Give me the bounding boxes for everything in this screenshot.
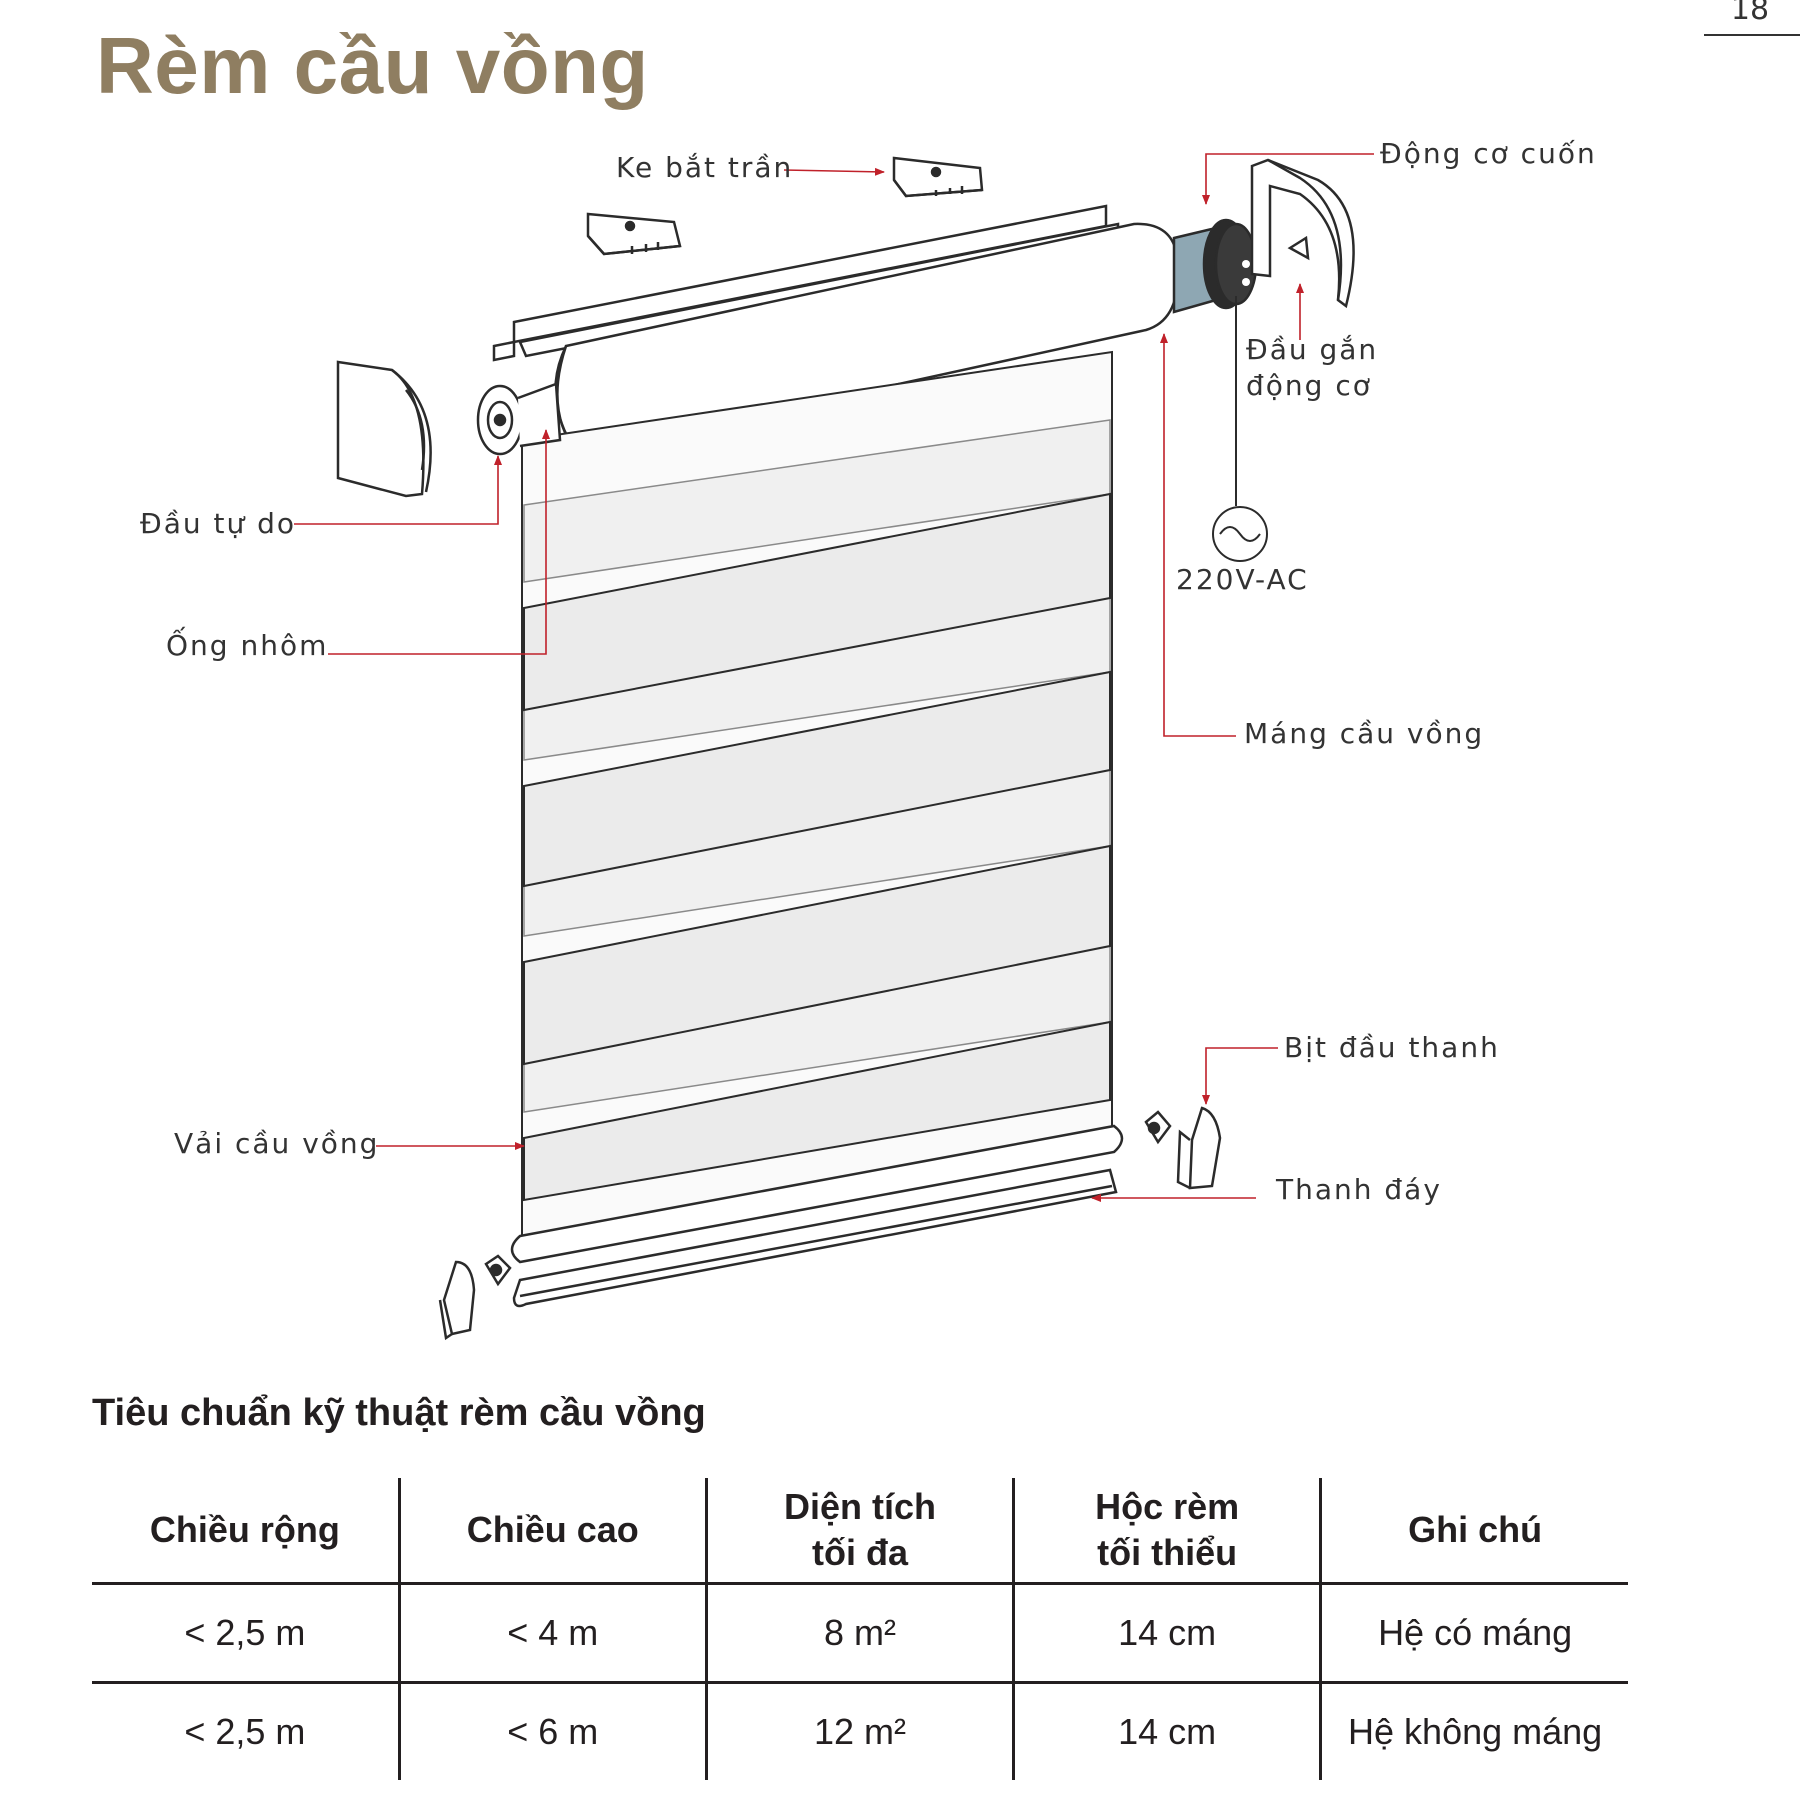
spec-section-title: Tiêu chuẩn kỹ thuật rèm cầu vồng [92, 1392, 706, 1434]
roller-motor [1172, 218, 1258, 314]
callout-ong-nhom: Ống nhôm [166, 629, 329, 662]
callout-mang-cau-vong: Máng cầu vồng [1244, 717, 1485, 750]
cell-height: < 4 m [397, 1583, 707, 1684]
cell-width: < 2,5 m [92, 1583, 400, 1684]
leader-ke-bat-tran [783, 167, 885, 176]
motor-mount-bracket [1250, 158, 1355, 309]
cell-note: Hệ có máng [1319, 1583, 1628, 1684]
callout-dong-co-cuon: Động cơ cuốn [1380, 137, 1597, 170]
column-header-max-area: Diện tích tối đa [704, 1478, 1014, 1585]
callout-power: 220V-AC [1176, 563, 1309, 596]
column-header-min-box: Hộc rèm tối thiểu [1012, 1478, 1321, 1585]
bottom-end-cap-right [1144, 1106, 1222, 1190]
ceiling-bracket [586, 212, 682, 256]
page-number: 18 [1730, 0, 1770, 27]
table-row: < 2,5 m < 6 m 12 m² 14 cm Hệ không máng [92, 1682, 1628, 1780]
cell-max-area: 8 m² [704, 1583, 1014, 1684]
cell-note: Hệ không máng [1319, 1682, 1628, 1780]
leader-dau-tu-do [294, 455, 502, 525]
column-header-height: Chiều cao [397, 1478, 707, 1585]
spec-table: Chiều rộng Chiều cao Diện tích tối đa Hộ… [92, 1478, 1628, 1780]
cell-min-box: 14 cm [1012, 1682, 1321, 1780]
power-plug-icon [1212, 506, 1268, 562]
cell-height: < 6 m [397, 1682, 707, 1780]
callout-thanh-day: Thanh đáy [1276, 1173, 1442, 1206]
blind-exploded-diagram [294, 153, 1374, 1341]
callout-dau-gan-dong-co: Đầu gắn động cơ [1246, 333, 1379, 402]
fabric-solid-band [523, 492, 1111, 1202]
free-end-cap [336, 360, 432, 498]
ceiling-bracket [892, 156, 984, 198]
callout-ke-bat-tran: Ke bắt trần [616, 151, 794, 184]
callout-bit-dau-thanh: Bịt đầu thanh [1284, 1031, 1500, 1064]
bottom-end-cap-left [438, 1254, 512, 1341]
table-row: < 2,5 m < 4 m 8 m² 14 cm Hệ có máng [92, 1583, 1628, 1684]
page-number-rule [1704, 34, 1800, 36]
bottom-rail [510, 1124, 1124, 1308]
page-title: Rèm cầu vồng [96, 21, 649, 110]
free-end-plug [476, 382, 562, 456]
rainbow-fabric-panel [521, 350, 1113, 1248]
cell-width: < 2,5 m [184, 1711, 306, 1752]
callout-dau-tu-do: Đầu tự do [140, 507, 297, 540]
leader-dong-co-cuon [1202, 153, 1374, 205]
callout-leader-lines [294, 153, 1374, 1202]
leader-ong-nhom [328, 429, 550, 655]
spec-table-header-row: Chiều rộng Chiều cao Diện tích tối đa Hộ… [92, 1478, 1628, 1585]
leader-mang-cau-vong [1160, 333, 1236, 737]
cell-min-box: 14 cm [1012, 1583, 1321, 1684]
fabric-sheer-band [523, 419, 1111, 1113]
callout-vai-cau-vong: Vải cầu vồng [174, 1127, 380, 1160]
column-header-note: Ghi chú [1319, 1478, 1628, 1585]
column-header-width: Chiều rộng [92, 1478, 400, 1585]
leader-bit-dau-thanh [1202, 1047, 1278, 1105]
cell-max-area: 12 m² [704, 1682, 1014, 1780]
